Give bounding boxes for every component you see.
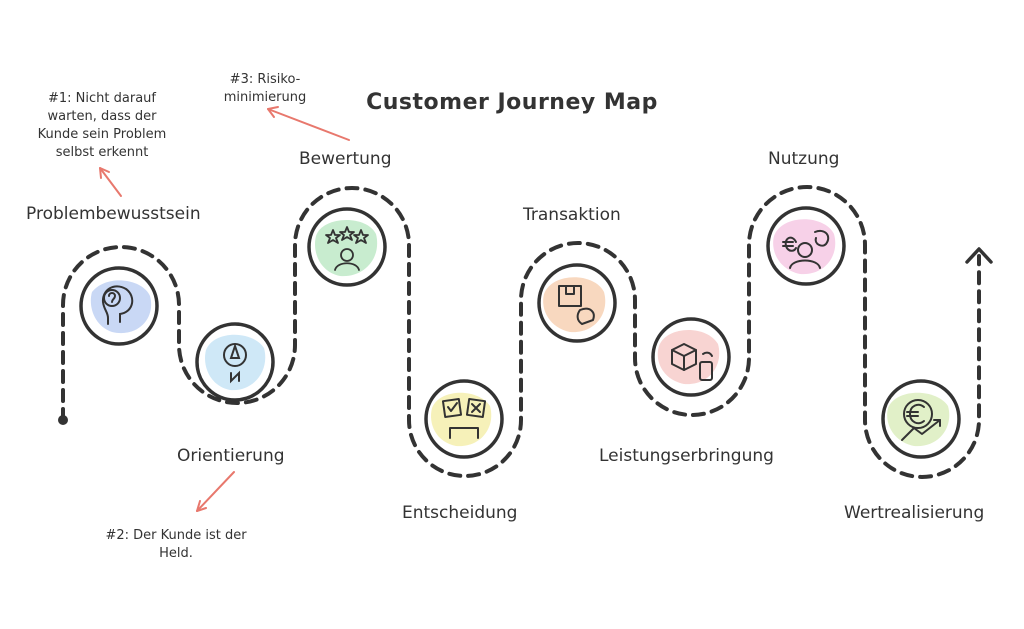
stage-label-entscheidung: Entscheidung [402, 503, 518, 523]
note-arrow-3 [267, 106, 350, 141]
euro-growth-icon [901, 399, 941, 441]
note-arrow-1 [99, 167, 122, 197]
stage-label-bewertung: Bewertung [299, 149, 392, 169]
journey-path [61, 185, 981, 479]
note-1: #1: Nicht darauf warten, dass der Kunde … [37, 91, 167, 160]
stage-label-wertrealisierung: Wertrealisierung [844, 503, 985, 523]
stage-circle-orientierung [195, 322, 275, 402]
note-2: #2: Der Kunde ist der Held. [105, 528, 247, 561]
stage-circle-leistungserbringung [651, 317, 731, 397]
question-head-icon [101, 285, 134, 325]
stage-circle-problembewusstsein [79, 266, 159, 346]
stage-label-orientierung: Orientierung [177, 446, 285, 466]
stage-circle-entscheidung [424, 379, 504, 459]
user-euro-icon [782, 230, 830, 269]
stage-label-leistungserbringung: Leistungserbringung [599, 446, 774, 466]
path-start-dot [58, 415, 68, 425]
stage-circle-nutzung [766, 206, 846, 286]
rating-stars-icon [325, 226, 369, 271]
stage-label-transaktion: Transaktion [523, 205, 621, 225]
checklist-decision-icon [441, 397, 487, 439]
diagram-title: Customer Journey Map [366, 90, 658, 115]
stage-circle-bewertung [307, 207, 387, 287]
note-arrow-2 [196, 471, 235, 512]
delivery-box-icon [671, 343, 713, 381]
note-3: #3: Risiko- minimierung [223, 72, 307, 105]
package-transaction-icon [558, 285, 595, 325]
compass-icon [223, 342, 247, 384]
stage-circle-wertrealisierung [881, 379, 961, 459]
stage-label-problembewusstsein: Problembewusstsein [26, 204, 201, 224]
path-end-arrowhead [965, 247, 993, 264]
stage-circle-transaktion [537, 263, 617, 343]
stage-label-nutzung: Nutzung [768, 149, 840, 169]
